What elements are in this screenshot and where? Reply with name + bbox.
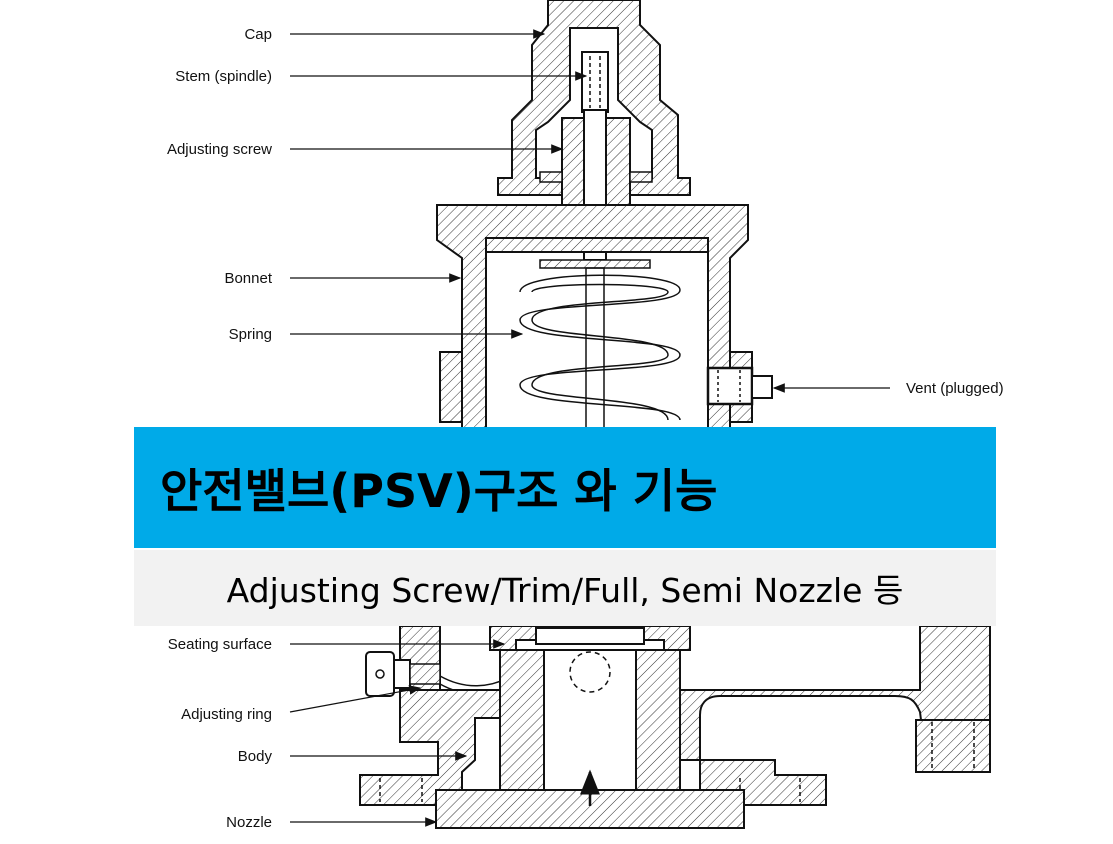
label-cap: Cap [244,26,272,43]
label-vent: Vent (plugged) [906,380,1004,397]
title-banner: 안전밸브(PSV)구조 와 기능 [134,427,996,548]
subtitle-banner: Adjusting Screw/Trim/Full, Semi Nozzle 등 [134,550,996,626]
bonnet-part [436,204,753,441]
part-labels: Cap Stem (spindle) Adjusting screw Bonne… [167,26,1004,831]
body-part [359,625,991,806]
page-subtitle: Adjusting Screw/Trim/Full, Semi Nozzle 등 [226,571,904,610]
label-nozzle: Nozzle [226,814,272,831]
label-adjusting-ring: Adjusting ring [181,706,272,723]
nozzle-part [435,649,745,829]
page-title: 안전밸브(PSV)구조 와 기능 [160,463,718,518]
label-stem: Stem (spindle) [175,68,272,85]
label-bonnet: Bonnet [224,270,272,287]
spring-part [519,259,681,429]
label-adjusting-screw: Adjusting screw [167,141,272,158]
label-body: Body [238,748,273,765]
label-spring: Spring [229,326,272,343]
label-seating-surface: Seating surface [168,636,272,653]
vent-plug-part [706,366,773,406]
leader-lines [289,29,890,827]
